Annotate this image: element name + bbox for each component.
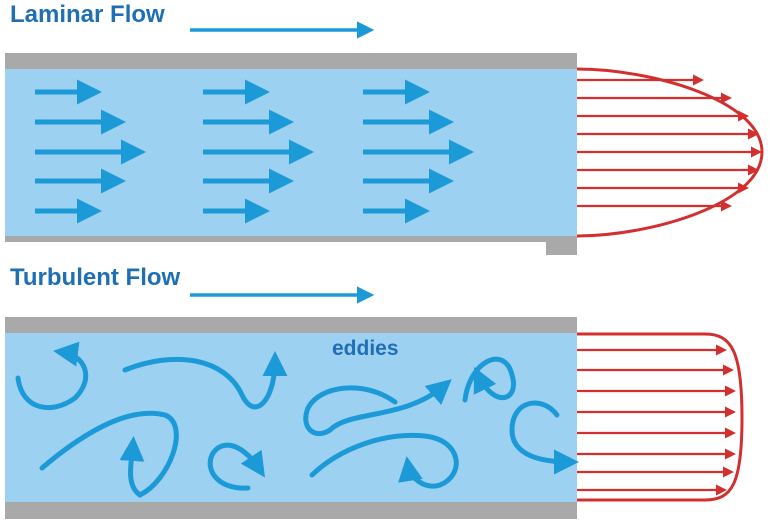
turbulent-top-wall [5, 317, 577, 333]
turbulent-eddies [15, 341, 579, 498]
laminar-title: Laminar Flow [10, 1, 165, 28]
turbulent-bottom-wall [5, 502, 577, 519]
eddy-arrow [309, 432, 459, 489]
laminar-bottom-wall [5, 236, 577, 242]
laminar-section: Laminar Flow [5, 1, 764, 255]
turbulent-pipe [5, 317, 577, 519]
laminar-velocity-profile [576, 67, 764, 238]
eddy-arrow [15, 341, 89, 411]
laminar-top-wall [5, 53, 577, 69]
turbulent-profile-curve [577, 332, 744, 502]
turbulent-fluid [5, 332, 577, 503]
eddy-arrow [207, 442, 265, 491]
eddies-label: eddies [332, 337, 399, 360]
turbulent-title: Turbulent Flow [10, 264, 181, 291]
eddy-arrow [39, 410, 179, 498]
eddy-arrow [303, 379, 452, 437]
laminar-profile-curve [576, 67, 764, 238]
turbulent-section: Turbulent Flow eddies [5, 264, 744, 519]
eddy-arrow [509, 400, 579, 475]
turbulent-velocity-profile [577, 332, 744, 502]
eddy-arrow [462, 356, 516, 403]
eddy-arrow [122, 351, 288, 410]
laminar-streamline-arrows [35, 79, 474, 224]
laminar-wall-tab [546, 236, 577, 255]
